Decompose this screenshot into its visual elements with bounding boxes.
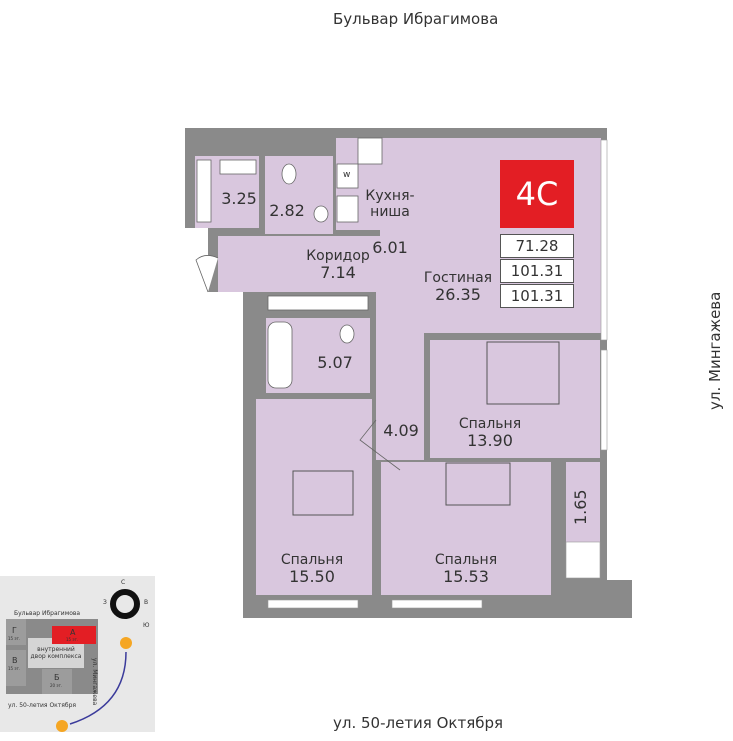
minimap-sec-v [6, 650, 26, 686]
compass-north: С [121, 579, 126, 586]
bathtub [267, 321, 293, 389]
name-bedroom1: Спальня [458, 416, 522, 432]
minimap-street-right: ул. Мингажева [91, 658, 98, 706]
minimap-sec-a-floors: 15 эт. [66, 637, 79, 642]
minimap-sec-a-label: А [70, 628, 76, 637]
name-living: Гостиная [423, 270, 493, 286]
apartment-type-badge: 4С [500, 160, 574, 228]
washer [336, 163, 359, 189]
bed-1 [486, 341, 560, 405]
stove [357, 137, 383, 165]
minimap-street-bottom: ул. 50-летия Октября [8, 702, 77, 709]
name-bedroom3: Спальня [434, 552, 498, 568]
label-corridor: Коридор 7.14 [298, 248, 378, 282]
minimap-sec-g [6, 619, 26, 645]
minimap-sec-g-label: Г [12, 626, 17, 635]
bath-rack [267, 295, 369, 311]
room-hall [376, 292, 424, 460]
name-bedroom2: Спальня [280, 552, 344, 568]
kitchen-washer-mark: w [343, 170, 351, 180]
area-bath: 5.07 [317, 353, 353, 372]
window-right-1 [600, 139, 608, 341]
label-kitchen: Кухня- ниша 6.01 [360, 170, 420, 276]
room-wc [265, 156, 333, 234]
minimap-sec-v-label: В [12, 656, 18, 665]
wardrobe-rack [219, 159, 257, 175]
minimap-street-top: Бульвар Ибрагимова [14, 610, 81, 617]
wardrobe-rack-side [196, 159, 212, 223]
minimap-sec-b-floors: 20 эт. [50, 683, 63, 688]
minimap-sec-v-floors: 15 эт. [8, 666, 21, 671]
label-bath: 5.07 [310, 353, 360, 372]
compass-west: З [103, 599, 107, 606]
bed-2 [292, 470, 354, 516]
area-bedroom3: 15.53 [443, 567, 489, 587]
label-wc: 2.82 [264, 201, 310, 220]
sun-path-arrow [69, 651, 127, 725]
area-wardrobe: 3.25 [221, 189, 257, 208]
minimap-sec-b [42, 669, 72, 694]
bed-3 [445, 462, 511, 506]
label-hall: 4.09 [378, 421, 424, 440]
sink-wc [313, 205, 329, 223]
label-wardrobe: 3.25 [216, 189, 262, 208]
living-area-value: 71.28 [500, 234, 574, 258]
site-minimap: Бульвар Ибрагимова ул. 50-летия Октября … [0, 576, 155, 732]
minimap-sec-a [52, 626, 96, 644]
compass-south: Ю [143, 622, 150, 629]
area-bedroom2: 15.50 [289, 567, 335, 587]
minimap-yard-label: внутренний двор комплекса [30, 646, 82, 660]
name-kitchen: Кухня- ниша [365, 188, 415, 221]
minimap-sec-b-label: Б [54, 673, 60, 682]
area-wc: 2.82 [269, 201, 305, 220]
sun-icon [120, 637, 132, 649]
minimap-graphic [6, 589, 140, 732]
window-balcony [565, 541, 601, 579]
kitchen-sink [336, 195, 359, 223]
label-bedroom2: Спальня 15.50 [272, 552, 352, 586]
toilet-bath [339, 324, 355, 344]
compass-east: В [144, 599, 149, 606]
area-bedroom1: 13.90 [467, 431, 513, 451]
total-area-value-2: 101.31 [500, 284, 574, 308]
area-hall: 4.09 [383, 421, 419, 440]
label-balcony: 1.65 [570, 482, 590, 532]
compass-ring [110, 589, 140, 619]
door-hall [359, 419, 401, 471]
room-balcony [566, 462, 600, 542]
area-living: 26.35 [435, 285, 481, 305]
door-entrance [195, 255, 219, 293]
label-bedroom3: Спальня 15.53 [426, 552, 506, 586]
toilet-wc [281, 163, 297, 185]
window-bottom-1 [267, 599, 359, 609]
label-bedroom1: Спальня 13.90 [450, 416, 530, 450]
area-kitchen: 6.01 [372, 237, 408, 257]
name-corridor: Коридор [306, 248, 370, 264]
label-living: Гостиная 26.35 [418, 270, 498, 304]
window-right-2 [600, 349, 608, 451]
sun-icon-bottom [56, 720, 68, 732]
minimap-sec-g-floors: 15 эт. [8, 636, 21, 641]
window-bottom-2 [391, 599, 483, 609]
total-area-value: 101.31 [500, 259, 574, 283]
street-top-label: Бульвар Ибрагимова [333, 10, 499, 28]
area-balcony: 1.65 [570, 489, 590, 526]
street-bottom-label: ул. 50-летия Октября [333, 714, 504, 732]
area-corridor: 7.14 [320, 263, 356, 283]
